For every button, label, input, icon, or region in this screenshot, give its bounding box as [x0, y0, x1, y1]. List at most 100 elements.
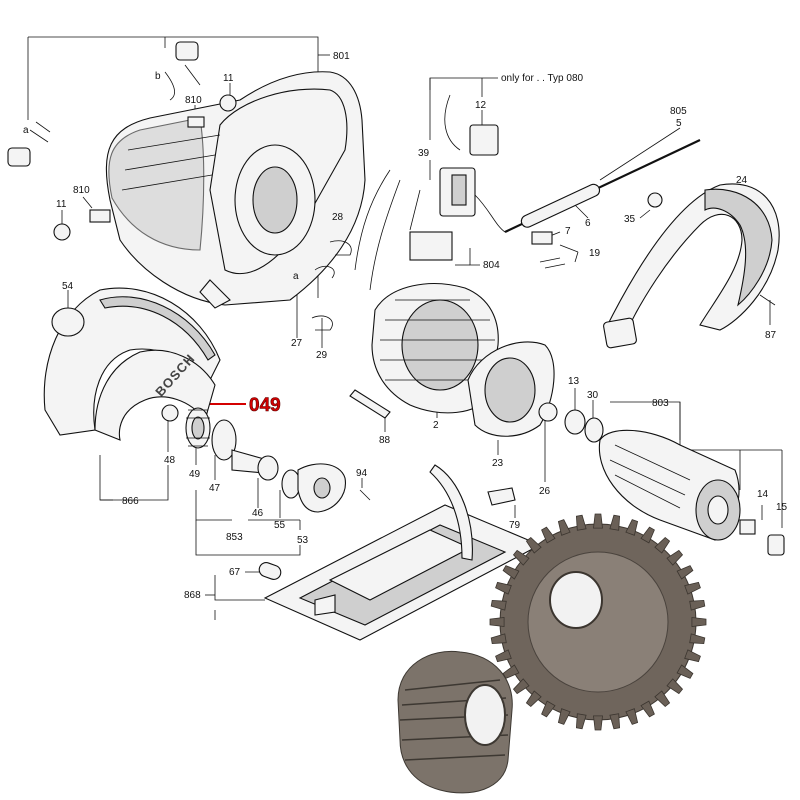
gear-tooth [512, 549, 530, 566]
handle-24 [603, 183, 780, 349]
gear-tooth [625, 708, 639, 725]
label-87: 87 [765, 330, 777, 341]
gear-tooth [676, 664, 694, 679]
gear-tooth [557, 519, 571, 536]
stator-2 [349, 283, 499, 419]
blade-guard: BOSCH [43, 287, 221, 441]
gear-tooth [502, 565, 520, 580]
o-ring-54 [51, 307, 85, 337]
gear-tooth [625, 519, 639, 536]
part-labels: 801 11 810 a b 810 11 only for . . Typ 0… [23, 51, 788, 601]
label-14: 14 [757, 489, 769, 500]
label-805: 805 [670, 106, 687, 117]
label-53: 53 [297, 535, 309, 546]
gear-tooth [654, 690, 671, 708]
gear-tooth [689, 633, 706, 645]
label-30: 30 [587, 390, 599, 401]
large-gear-teeth [489, 513, 707, 731]
gear-tooth [495, 649, 512, 663]
gear-train-parts [161, 404, 371, 513]
label-801: 801 [333, 51, 350, 62]
gear-tooth [525, 690, 542, 708]
label-23: 23 [492, 458, 504, 469]
label-810-mid: 810 [73, 185, 90, 196]
gear-tooth [684, 649, 701, 663]
motor-housing-801 [105, 71, 366, 309]
label-48: 48 [164, 455, 176, 466]
label-94: 94 [356, 468, 368, 479]
gear-tooth [541, 526, 556, 544]
label-866: 866 [122, 496, 139, 507]
label-b: b [155, 71, 161, 82]
label-24: 24 [736, 175, 748, 186]
label-5: 5 [676, 118, 682, 129]
gear-tooth [512, 678, 530, 695]
label-7: 7 [565, 226, 571, 237]
label-a-top: a [23, 125, 29, 136]
label-6: 6 [585, 218, 591, 229]
leader-lines [27, 36, 783, 620]
label-54: 54 [62, 281, 74, 292]
label-39: 39 [418, 148, 430, 159]
label-11-top: 11 [223, 73, 234, 84]
gear-photo-small [397, 650, 513, 794]
bearing-parts [538, 402, 604, 443]
gear-tooth [640, 526, 655, 544]
gear-tooth [490, 633, 507, 645]
gear-tooth [666, 549, 684, 566]
gear-049 [185, 407, 211, 449]
gear-photo-large [489, 513, 707, 731]
gear-tooth [609, 713, 621, 730]
label-15: 15 [776, 502, 788, 513]
gear-tooth [495, 581, 512, 595]
gear-tooth [575, 514, 587, 531]
note-typ-080: only for . . Typ 080 [501, 73, 584, 84]
gear-tooth [691, 617, 707, 627]
carbon-brush-holder-parts [7, 41, 237, 241]
gear-tooth [666, 678, 684, 695]
gear-tooth [525, 536, 542, 554]
label-19: 19 [589, 248, 601, 259]
label-35: 35 [624, 214, 636, 225]
gear-tooth [609, 514, 621, 531]
label-810-top: 810 [185, 95, 202, 106]
armature-803 [598, 429, 785, 556]
label-88: 88 [379, 435, 391, 446]
gear-tooth [593, 513, 603, 529]
label-79: 79 [509, 520, 521, 531]
label-804: 804 [483, 260, 500, 271]
label-13: 13 [568, 376, 580, 387]
label-853: 853 [226, 532, 243, 543]
label-a-mid: a [293, 271, 299, 282]
label-27: 27 [291, 338, 303, 349]
label-29: 29 [316, 350, 328, 361]
label-2: 2 [433, 420, 439, 431]
label-12: 12 [475, 100, 487, 111]
gear-tooth [490, 599, 507, 611]
gear-tooth [689, 599, 706, 611]
part-79 [487, 487, 516, 506]
power-cable-6 [504, 135, 701, 269]
clip-parts [311, 240, 352, 331]
gear-tooth [489, 617, 505, 627]
gear-tooth [654, 536, 671, 554]
label-868: 868 [184, 590, 201, 601]
fan-baffle-23 [467, 341, 555, 437]
gear-tooth [593, 715, 603, 731]
gear-tooth [676, 565, 694, 580]
label-55: 55 [274, 520, 286, 531]
highlight-label-049: 049 [249, 395, 281, 416]
label-11-mid: 11 [56, 199, 67, 210]
gear-tooth [640, 700, 655, 718]
switch-assembly [354, 94, 506, 291]
gear-tooth [541, 700, 556, 718]
gear-tooth [575, 713, 587, 730]
gear-tooth [502, 664, 520, 679]
gear-tooth [684, 581, 701, 595]
gear-tooth [557, 708, 571, 725]
label-46: 46 [252, 508, 264, 519]
label-26: 26 [539, 486, 551, 497]
label-803: 803 [652, 398, 669, 409]
label-28: 28 [332, 212, 344, 223]
